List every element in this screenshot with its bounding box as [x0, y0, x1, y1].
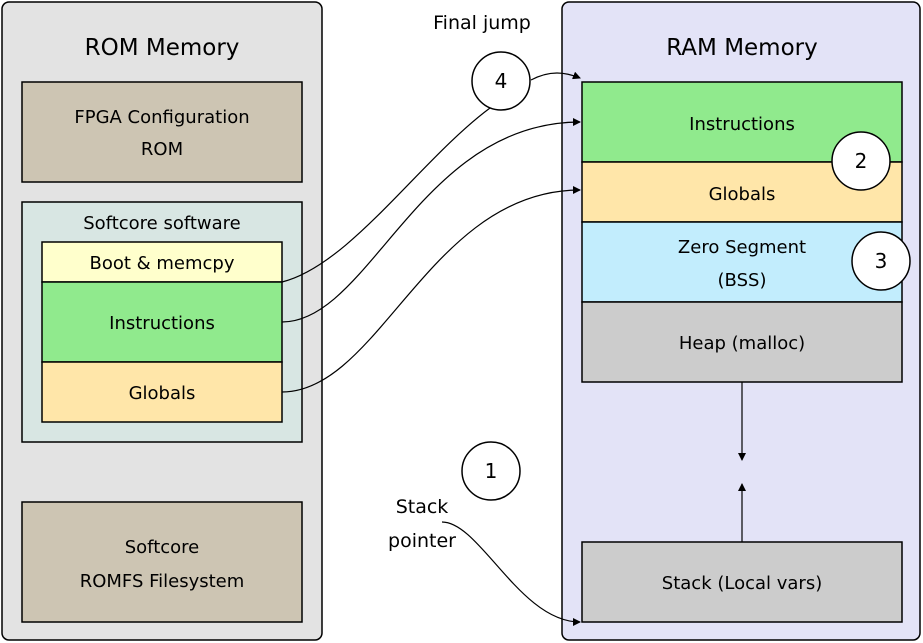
fpga-config-rom-block — [21, 81, 303, 183]
stack-pointer-arrow — [441, 521, 581, 626]
rom-globals-label: Globals — [129, 383, 196, 404]
rom-boot-label: Boot & memcpy — [89, 253, 234, 274]
boot-jump-curve — [281, 107, 491, 283]
step-4-circle — [471, 51, 531, 111]
romfs-label-line2: ROMFS Filesystem — [80, 571, 245, 592]
romfs-label-line1: Softcore — [125, 537, 200, 558]
step-3-circle — [851, 231, 911, 291]
ram-bss-label-line2: (BSS) — [718, 270, 767, 291]
step-3-label: 3 — [875, 249, 888, 273]
stack-pointer-label-line2: pointer — [388, 530, 456, 552]
rom-instructions-block — [41, 281, 283, 363]
step-1-label: 1 — [485, 459, 498, 483]
softcore-software-label: Softcore software — [83, 213, 241, 234]
ram-bss-label-line1: Zero Segment — [678, 237, 806, 258]
ram-stack-label: Stack (Local vars) — [662, 573, 822, 594]
ram-globals-label: Globals — [709, 184, 776, 205]
step-2-label: 2 — [855, 149, 868, 173]
ram-bss-block — [581, 221, 903, 303]
ram-heap-block — [581, 301, 903, 383]
step-1-circle — [461, 441, 521, 501]
instructions-copy-arrow — [281, 118, 581, 323]
globals-copy-arrow — [281, 186, 581, 393]
rom-instructions-label: Instructions — [109, 313, 215, 334]
fpga-config-label-line1: FPGA Configuration — [74, 107, 249, 128]
step-4-label: 4 — [495, 69, 508, 93]
final-jump-label: Final jump — [433, 12, 531, 34]
stack-pointer-label-line1: Stack — [396, 496, 449, 518]
rom-globals-block — [41, 361, 283, 423]
ram-title: RAM Memory — [666, 35, 817, 61]
fpga-config-label-line2: ROM — [141, 139, 183, 160]
ram-stack-block — [581, 541, 903, 623]
final-jump-arrow — [530, 71, 581, 81]
rom-title: ROM Memory — [85, 35, 240, 61]
rom-boot-block — [41, 241, 283, 283]
ram-instructions-label: Instructions — [689, 114, 795, 135]
step-2-circle — [831, 131, 891, 191]
romfs-block — [21, 501, 303, 623]
ram-heap-label: Heap (malloc) — [679, 333, 805, 354]
